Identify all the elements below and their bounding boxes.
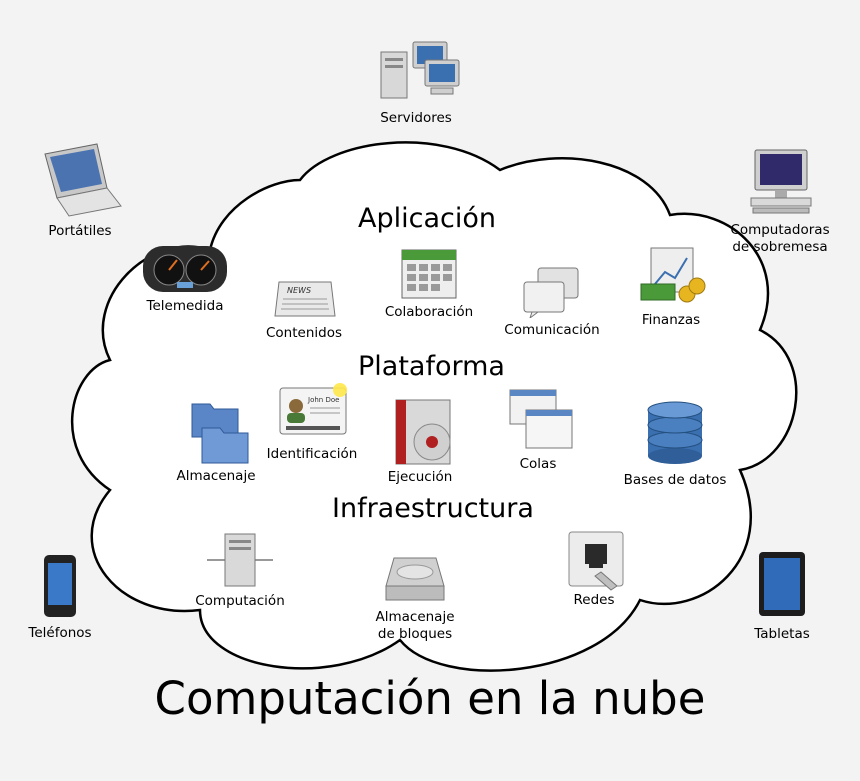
runtime-label: Ejecución bbox=[387, 469, 453, 485]
phones-label: Teléfonos bbox=[28, 625, 92, 641]
platform-queues: Colas bbox=[498, 386, 578, 473]
software-package-disc-icon bbox=[395, 399, 451, 465]
laptop-icon bbox=[44, 143, 122, 217]
section-infrastructure: Infraestructura bbox=[332, 493, 534, 524]
desktops-label-line2: de sobremesa bbox=[732, 239, 828, 255]
network-port-icon bbox=[568, 531, 624, 591]
chat-bubbles-icon bbox=[523, 267, 579, 318]
platform-databases: Bases de datos bbox=[612, 400, 738, 489]
laptops-label: Portátiles bbox=[48, 223, 112, 239]
dashboard-gauge-icon bbox=[143, 246, 227, 292]
hard-drive-icon bbox=[385, 557, 445, 601]
compute-label: Computación bbox=[195, 593, 285, 609]
news-label: NEWS bbox=[287, 286, 311, 295]
communication-label: Comunicación bbox=[504, 322, 600, 338]
network-label: Redes bbox=[573, 592, 615, 608]
folders-icon bbox=[191, 403, 249, 464]
devices-laptops: Portátiles bbox=[30, 140, 130, 240]
newspaper-icon: NEWS bbox=[274, 281, 336, 317]
devices-phones: Teléfonos bbox=[20, 553, 100, 642]
finance-label: Finanzas bbox=[641, 312, 701, 328]
devices-desktops: Computadoras de sobremesa bbox=[720, 148, 840, 256]
block-storage-label-line2: de bloques bbox=[377, 626, 453, 642]
app-collaboration: Colaboración bbox=[376, 242, 482, 321]
diagram-title: Computación en la nube bbox=[154, 672, 706, 725]
app-telemetry: Telemedida bbox=[132, 240, 238, 315]
infra-compute: Computación bbox=[190, 530, 290, 610]
phone-icon bbox=[44, 555, 76, 617]
block-storage-label-line1: Almacenaje bbox=[375, 609, 455, 625]
servers-icon bbox=[380, 41, 460, 99]
queues-label: Colas bbox=[519, 456, 557, 472]
tablet-icon bbox=[759, 552, 805, 616]
infra-network: Redes bbox=[554, 530, 634, 609]
telemetry-label: Telemedida bbox=[146, 298, 224, 314]
devices-tablets: Tabletas bbox=[742, 550, 822, 643]
app-finance: Finanzas bbox=[626, 244, 716, 329]
devices-servers: Servidores bbox=[366, 38, 466, 127]
finance-chart-money-icon bbox=[640, 247, 706, 303]
id-card-name: John Doe bbox=[307, 396, 339, 404]
infra-block-storage: Almacenaje de bloques bbox=[360, 552, 470, 643]
server-tower-icon bbox=[207, 533, 273, 587]
platform-storage: Almacenaje bbox=[170, 398, 262, 485]
desktops-label-line1: Computadoras bbox=[730, 222, 830, 238]
servers-label: Servidores bbox=[380, 110, 452, 126]
app-communication: Comunicación bbox=[496, 264, 608, 339]
calendar-icon bbox=[401, 249, 457, 299]
databases-label: Bases de datos bbox=[623, 472, 727, 488]
tablets-label: Tabletas bbox=[754, 626, 810, 642]
section-application: Aplicación bbox=[358, 203, 496, 234]
platform-runtime: Ejecución bbox=[374, 396, 466, 486]
section-platform: Plataforma bbox=[358, 351, 505, 382]
collaboration-label: Colaboración bbox=[384, 304, 474, 320]
desktop-computer-icon bbox=[750, 149, 812, 214]
storage-label: Almacenaje bbox=[176, 468, 256, 484]
id-card-icon: John Doe bbox=[279, 383, 347, 435]
database-cylinder-icon bbox=[647, 401, 703, 464]
identity-label: Identificación bbox=[266, 446, 358, 462]
platform-identity: John Doe Identificación bbox=[262, 380, 362, 463]
app-content: NEWS Contenidos bbox=[256, 278, 352, 342]
content-label: Contenidos bbox=[265, 325, 342, 341]
queue-windows-icon bbox=[509, 389, 573, 449]
